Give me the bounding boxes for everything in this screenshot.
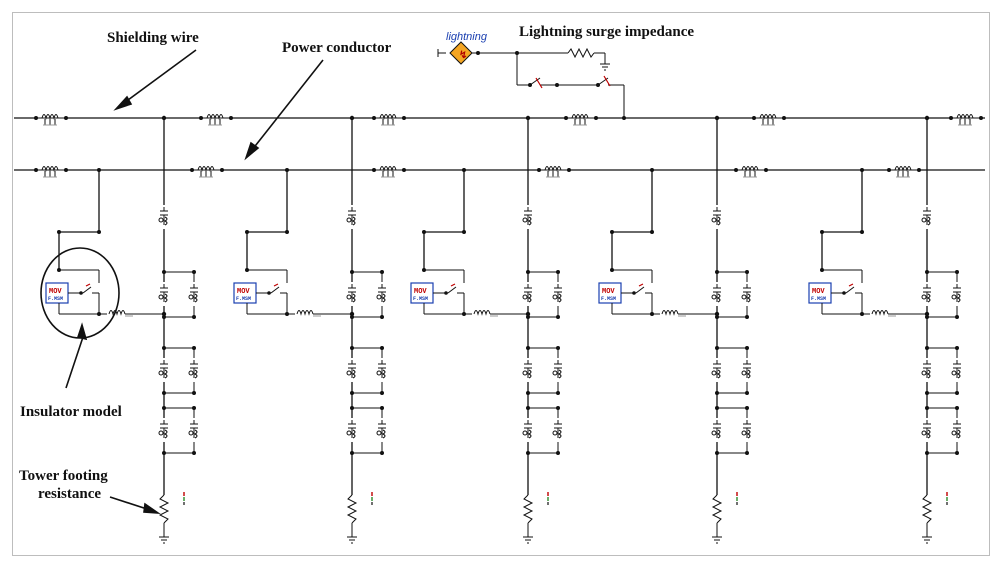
msm-label: F.MSM	[48, 296, 63, 302]
conductor-line-section-5	[887, 165, 921, 178]
tower-footing-label-line1: Tower footing	[19, 468, 108, 484]
mov-label: MOV	[602, 288, 615, 296]
shield-line-section-1	[199, 113, 233, 126]
insulator-highlight-ellipse	[40, 247, 120, 339]
lightning-source-label: lightning	[446, 31, 488, 43]
insulator-model-label: Insulator model	[20, 404, 122, 420]
annotation-arrows	[65, 49, 324, 515]
mov-label: MOV	[812, 288, 825, 296]
shield-line-section-0	[34, 113, 68, 126]
shield-line-section-2	[372, 113, 406, 126]
shield-line-section-4	[752, 113, 786, 126]
conductor-line-section-0	[34, 165, 68, 178]
shielding-wire-label: Shielding wire	[107, 30, 199, 46]
msm-label: F.MSM	[601, 296, 616, 302]
shield-line-section-3	[564, 113, 598, 126]
conductor-line-section-4	[734, 165, 768, 178]
mov-label: MOV	[49, 288, 62, 296]
mov-label: MOV	[237, 288, 250, 296]
svg-text:↯: ↯	[459, 50, 467, 61]
lightning-surge-impedance-label: Lightning surge impedance	[519, 24, 694, 40]
line-sections-group	[34, 113, 983, 178]
conductor-line-section-3	[537, 165, 571, 178]
conductor-line-section-2	[372, 165, 406, 178]
msm-label: F.MSM	[811, 296, 826, 302]
conductor-line-section-1	[190, 165, 224, 178]
power-conductor-label: Power conductor	[282, 40, 392, 56]
mov-label: MOV	[414, 288, 427, 296]
shield-line-section-5	[949, 113, 983, 126]
lightning-source: ↯	[437, 41, 626, 120]
msm-label: F.MSM	[413, 296, 428, 302]
msm-label: F.MSM	[236, 296, 251, 302]
tower-footing-label-line2: resistance	[38, 486, 101, 502]
